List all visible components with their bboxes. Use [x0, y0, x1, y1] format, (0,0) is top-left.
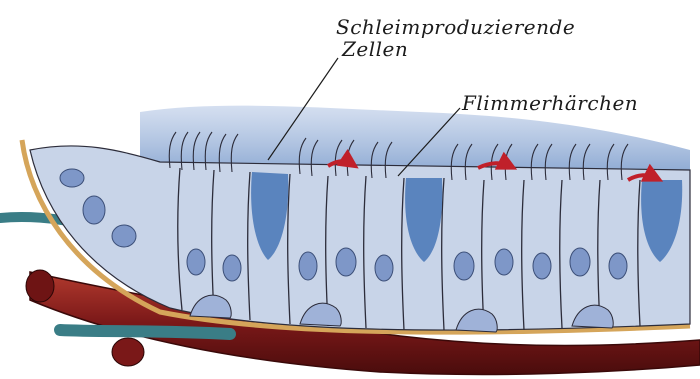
- vessel-opening-lower: [112, 338, 144, 366]
- label-cilia: Flimmerhärchen: [462, 92, 638, 114]
- vessel-opening: [26, 270, 54, 302]
- label-mucus-cells-line1: Schleimproduzierende: [336, 16, 575, 38]
- label-mucus-cells-line2: Zellen: [336, 38, 575, 60]
- nerve-fiber-lower: [60, 330, 230, 334]
- label-mucus-cells: Schleimproduzierende Zellen: [336, 16, 575, 60]
